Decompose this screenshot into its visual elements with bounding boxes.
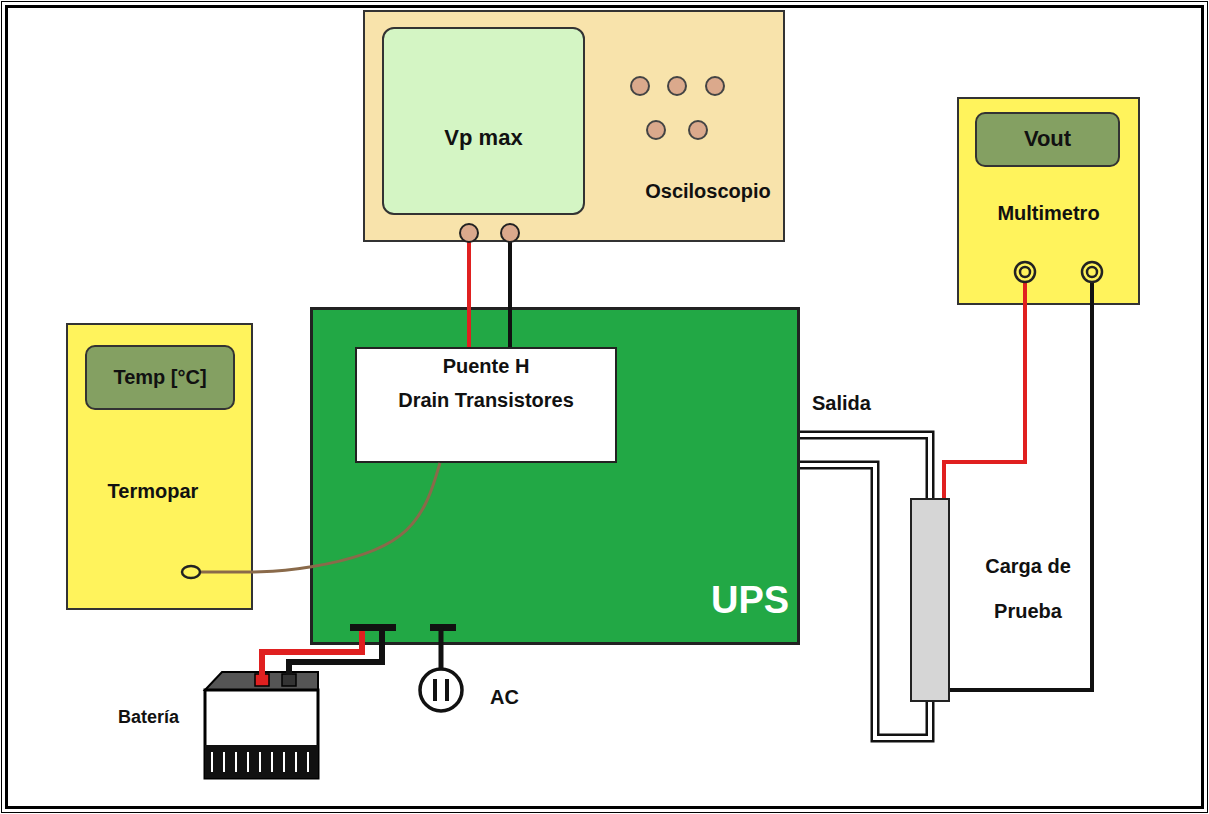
battery-rib — [259, 752, 261, 772]
battery-rib — [223, 752, 225, 772]
wire-outline — [800, 465, 930, 738]
battery-rib — [283, 752, 285, 772]
thermometer-body: Termopar Temp [°C] — [66, 323, 253, 610]
battery-wire — [262, 630, 362, 675]
battery-terminal — [350, 624, 396, 631]
probe-wire — [253, 463, 440, 572]
thermocouple-jack — [182, 566, 200, 578]
node-title: Carga de Prueba — [970, 544, 1086, 634]
output-wire — [800, 435, 930, 498]
node-title: Osciloscopio — [633, 179, 783, 203]
test-load: Carga de Prueba — [910, 498, 950, 702]
meter-jacks — [1015, 262, 1102, 282]
output-label: Salida — [812, 392, 871, 415]
battery-rib — [247, 752, 249, 772]
node-title: Puente H — [357, 354, 615, 378]
battery-symbol — [205, 672, 318, 778]
node-title: UPS — [711, 578, 795, 624]
frame-inner — [7, 7, 1203, 808]
node-title: Multimetro — [959, 201, 1138, 225]
node-title: Vp max — [384, 125, 583, 151]
oscilloscope-body: Osciloscopio Vp max — [363, 10, 785, 242]
scope-knobs — [631, 77, 724, 139]
node-title: Vout — [977, 126, 1118, 152]
probe-wire — [467, 242, 471, 347]
thermocouple-lead — [198, 571, 253, 574]
scope-jacks — [460, 224, 519, 242]
battery-rib — [211, 752, 213, 772]
probe-wire — [944, 305, 1025, 498]
h-bridge-box: Puente H Drain Transistores — [355, 347, 617, 463]
wire-outline — [800, 435, 930, 498]
battery-rib — [307, 752, 309, 772]
thermo-display: Temp [°C] — [85, 345, 235, 410]
node-subtitle: Drain Transistores — [357, 388, 615, 412]
node-title: Termopar — [68, 479, 238, 503]
multimeter-body: Multimetro Vout — [957, 97, 1140, 305]
probe-lead — [1090, 282, 1094, 305]
probe-lead — [1023, 282, 1027, 305]
node-title: Temp [°C] — [87, 365, 233, 389]
scope-screen: Vp max — [382, 27, 585, 215]
battery-label: Batería — [118, 707, 179, 728]
battery-rib — [271, 752, 273, 772]
ac-source — [420, 624, 462, 711]
ups-housing: UPS Puente H Drain Transistores — [310, 307, 800, 645]
output-wire — [800, 465, 930, 738]
probe-wire — [508, 242, 512, 347]
battery-rib — [235, 752, 237, 772]
probe-wire — [950, 305, 1092, 690]
meter-display: Vout — [975, 112, 1120, 167]
ac-label: AC — [490, 686, 519, 709]
battery-rib — [295, 752, 297, 772]
battery-wire — [289, 630, 382, 675]
